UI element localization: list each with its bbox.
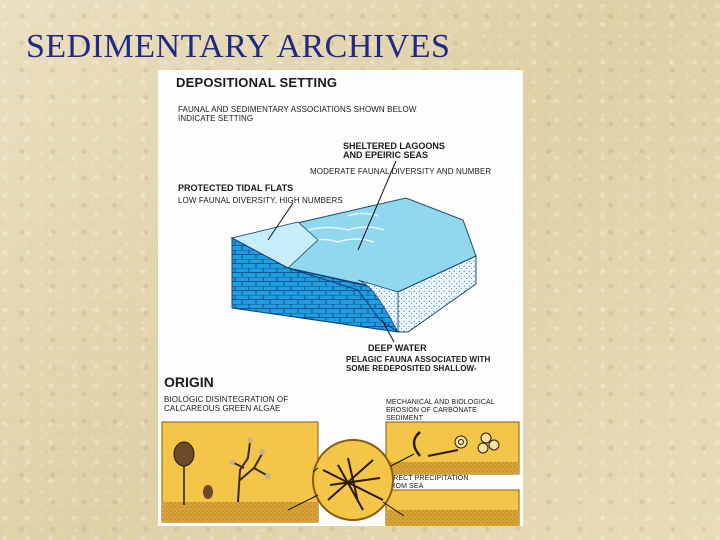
intro-text: FAUNAL AND SEDIMENTARY ASSOCIATIONS SHOW… xyxy=(178,105,417,124)
algae-label: BIOLOGIC DISINTEGRATION OF CALCAREOUS GR… xyxy=(164,395,289,413)
erosion-label: MECHANICAL AND BIOLOGICAL EROSION OF CAR… xyxy=(386,399,495,423)
deep-water-description: PELAGIC FAUNA ASSOCIATED WITH SOME REDEP… xyxy=(346,355,491,374)
tidal-flats-description: LOW FAUNAL DIVERSITY, HIGH NUMBERS xyxy=(178,196,343,205)
precipitation-label: DIRECT PRECIPITATION FROM SEA xyxy=(386,475,469,491)
deep-water-label: DEEP WATER xyxy=(368,343,427,353)
depositional-setting-heading: DEPOSITIONAL SETTING xyxy=(176,75,338,90)
limestone-block xyxy=(231,237,399,333)
tidal-flats-label: PROTECTED TIDAL FLATS xyxy=(178,183,294,193)
lagoons-description: MODERATE FAUNAL DIVERSITY AND NUMBER xyxy=(310,167,492,176)
lagoons-label: SHELTERED LAGOONS AND EPEIRIC SEAS xyxy=(343,141,445,160)
slide-title: SEDIMENTARY ARCHIVES xyxy=(26,28,451,65)
depositional-figure: DEPOSITIONAL SETTING FAUNAL AND SEDIMENT… xyxy=(158,70,523,526)
block-diagram xyxy=(161,160,520,526)
origin-heading: ORIGIN xyxy=(164,374,214,390)
